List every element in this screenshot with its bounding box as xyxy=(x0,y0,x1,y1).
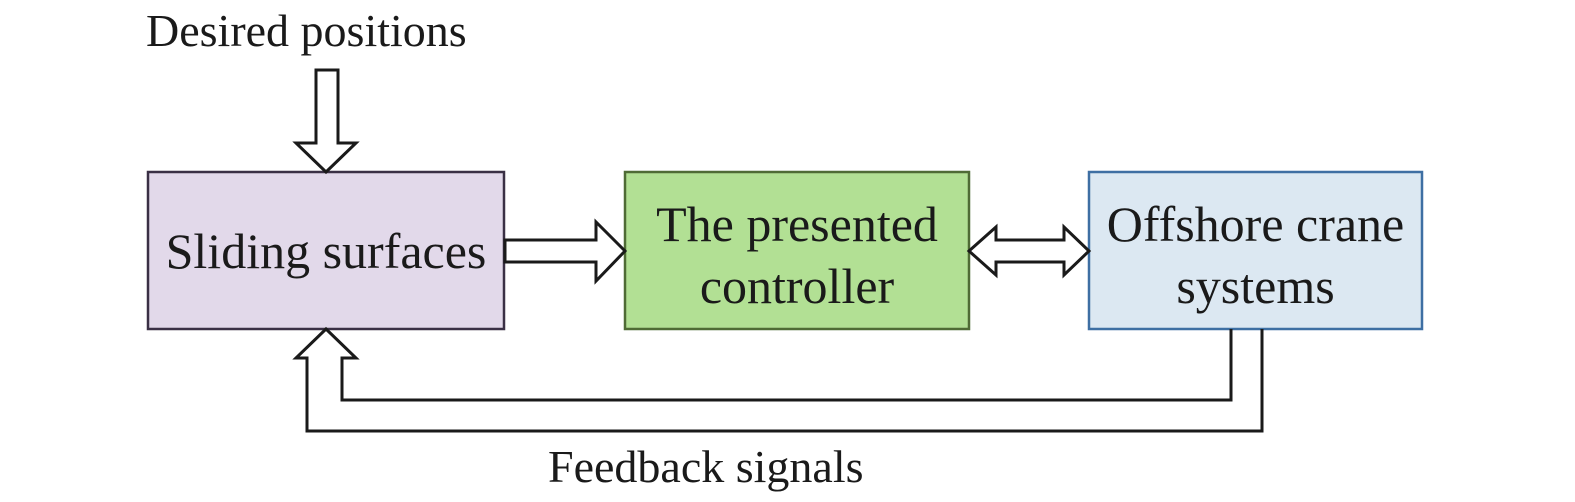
sliding-to-controller-arrow xyxy=(503,218,628,285)
crane-text-line2: systems xyxy=(1176,257,1335,314)
sliding-surfaces-label: Sliding surfaces xyxy=(148,172,504,329)
controller-block xyxy=(623,170,971,331)
controller-crane-double-arrow xyxy=(966,223,1092,279)
sliding-surfaces-block xyxy=(146,170,506,331)
feedback-arrow xyxy=(292,326,1264,433)
sliding-surfaces-text: Sliding surfaces xyxy=(165,222,487,279)
crane-block xyxy=(1087,170,1424,331)
controller-text-line2: controller xyxy=(699,257,895,314)
controller-label: The presented controller xyxy=(625,176,969,333)
input-label: Desired positions xyxy=(146,5,467,56)
feedback-label: Feedback signals xyxy=(548,441,864,492)
input-arrow xyxy=(292,68,360,175)
controller-text-line1: The presented xyxy=(656,195,938,252)
crane-text-line1: Offshore crane xyxy=(1106,195,1405,252)
crane-label: Offshore crane systems xyxy=(1089,176,1422,333)
